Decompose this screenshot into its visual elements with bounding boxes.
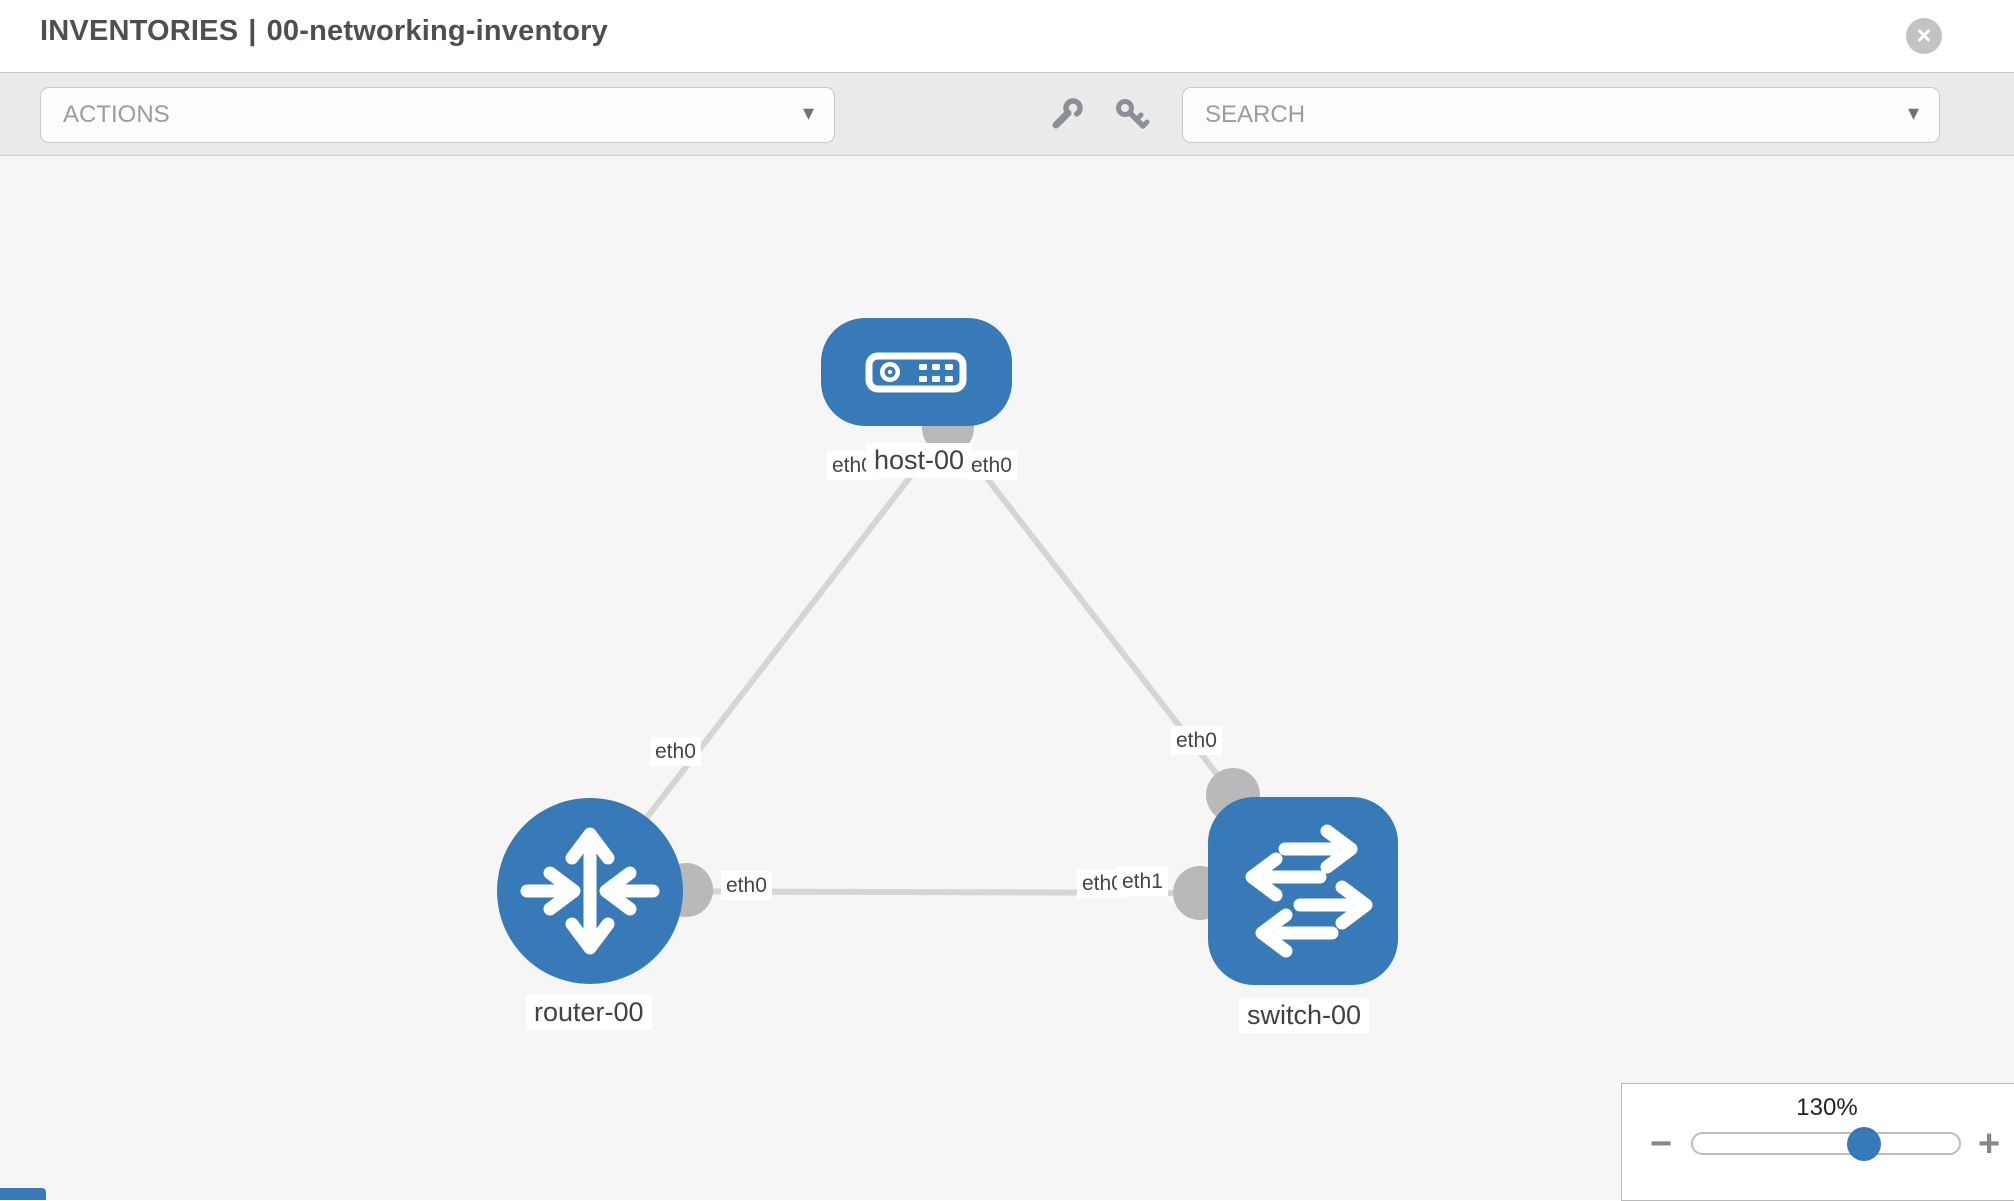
wrench-icon[interactable] <box>1048 97 1084 133</box>
node-label-router: router-00 <box>526 995 652 1030</box>
interface-label: eth0 <box>1171 726 1222 755</box>
zoom-out-button[interactable]: − <box>1650 1123 1673 1165</box>
interface-label: eth1 <box>1117 867 1168 896</box>
link-host-router[interactable] <box>587 426 951 893</box>
key-icon[interactable] <box>1114 97 1150 133</box>
switch-icon <box>1245 824 1373 958</box>
close-icon: × <box>1916 20 1932 50</box>
key-button[interactable] <box>0 1188 46 1200</box>
node-label-switch: switch-00 <box>1239 998 1370 1033</box>
zoom-slider-thumb[interactable] <box>1847 1127 1881 1161</box>
interface-label: eth0 <box>721 871 772 900</box>
node-host-00[interactable] <box>821 318 1012 426</box>
inventory-name: 00-networking-inventory <box>266 15 608 47</box>
search-dropdown-label: SEARCH <box>1205 101 1306 128</box>
zoom-percentage: 130% <box>1796 1094 1858 1121</box>
page-title: INVENTORIES | 00-networking-inventory <box>40 15 608 48</box>
interface-label: eth0 <box>650 737 701 766</box>
page-header: INVENTORIES | 00-networking-inventory × <box>0 0 2014 72</box>
zoom-in-button[interactable]: + <box>1978 1123 2001 1165</box>
zoom-slider-track[interactable] <box>1691 1132 1961 1155</box>
node-label-host: host-00 <box>866 443 973 478</box>
host-icon <box>865 352 967 393</box>
search-dropdown[interactable]: SEARCH ▾ <box>1182 87 1940 143</box>
chevron-down-icon: ▾ <box>802 100 814 125</box>
zoom-panel: 130% − + <box>1621 1083 2014 1201</box>
close-button[interactable]: × <box>1906 18 1942 54</box>
toolbar: ACTIONS ▾ SEARCH ▾ <box>0 72 2014 156</box>
node-router-00[interactable] <box>497 798 683 984</box>
chevron-down-icon: ▾ <box>1907 100 1919 125</box>
actions-dropdown-label: ACTIONS <box>63 101 170 128</box>
node-switch-00[interactable] <box>1208 797 1398 985</box>
topology-svg <box>497 318 1398 985</box>
breadcrumb-separator: | <box>248 15 257 47</box>
interface-label: eth0 <box>966 451 1017 480</box>
topology-canvas[interactable]: eth0 eth0 eth0 eth0 eth0 eth0 eth1 host-… <box>0 156 2014 1200</box>
actions-dropdown[interactable]: ACTIONS ▾ <box>40 87 835 143</box>
router-icon <box>520 827 660 955</box>
breadcrumb-section: INVENTORIES <box>40 15 239 47</box>
